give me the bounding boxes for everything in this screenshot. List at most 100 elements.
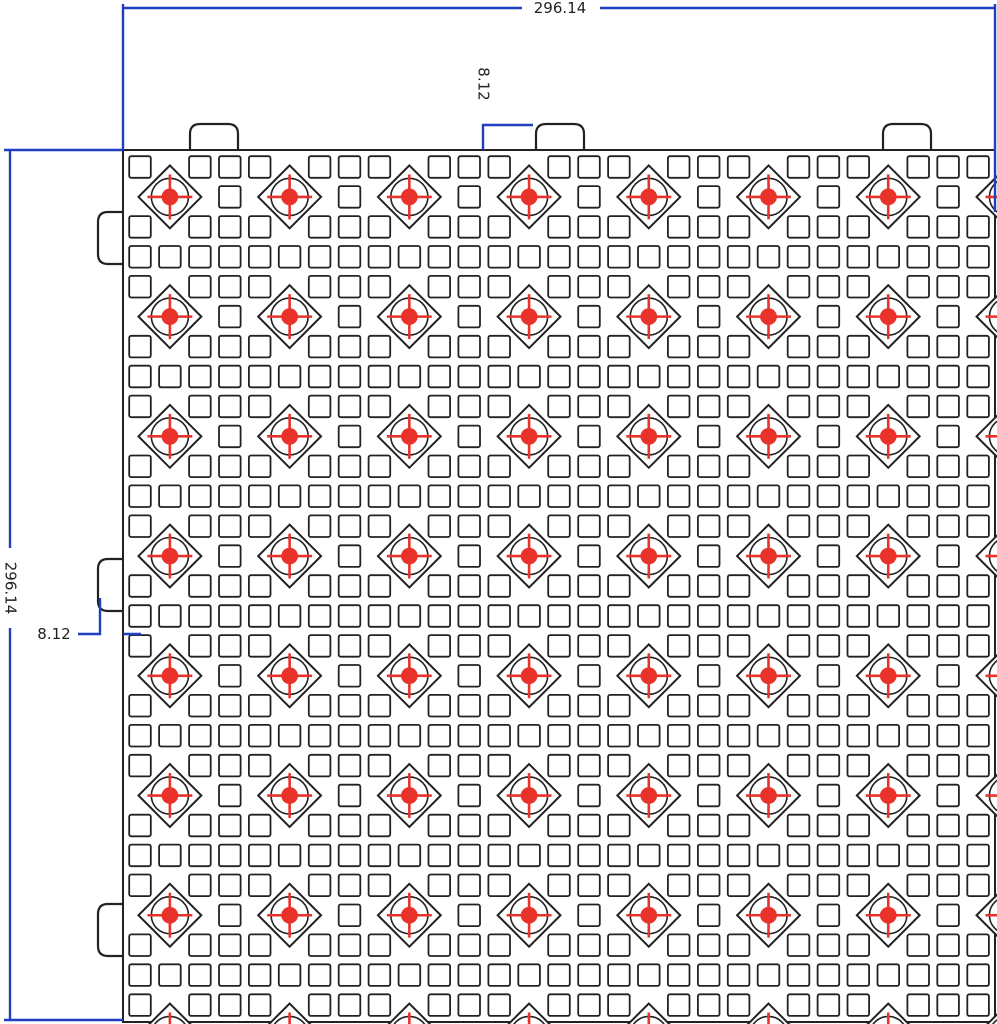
grid-cell	[128, 364, 152, 389]
grid-cell	[816, 843, 841, 868]
grid-cell	[577, 724, 601, 748]
grid-cell	[846, 993, 871, 1017]
grid-cell	[337, 664, 362, 688]
grid-cell	[337, 364, 362, 389]
grid-cell	[816, 334, 841, 359]
grid-cell	[367, 394, 392, 419]
pin-marker	[137, 164, 203, 230]
grid-cell	[397, 604, 422, 628]
grid-cell	[936, 215, 960, 239]
grid-cell	[607, 334, 631, 359]
grid-cell	[906, 873, 930, 898]
grid-cell	[547, 933, 571, 957]
grid-cell	[128, 394, 152, 419]
grid-cell	[188, 484, 212, 508]
top-connector-tab	[881, 122, 933, 150]
grid-cell	[697, 544, 721, 568]
grid-cell	[218, 274, 242, 299]
grid-cell	[966, 724, 990, 748]
left-connector-tabs	[96, 210, 123, 958]
grid-cell	[277, 843, 302, 868]
grid-cell	[607, 215, 631, 239]
grid-cell	[966, 873, 990, 898]
grid-cell	[667, 873, 691, 898]
grid-cell	[697, 634, 721, 658]
grid-cell	[577, 873, 601, 898]
grid-cell	[457, 604, 481, 628]
grid-cell	[936, 724, 960, 748]
grid-cell	[487, 604, 511, 628]
grid-cell	[547, 215, 571, 239]
grid-cell	[726, 484, 751, 508]
grid-cell	[307, 753, 332, 778]
grid-cell	[457, 364, 481, 389]
pin-marker	[735, 642, 802, 709]
grid-cell	[876, 604, 901, 628]
grid-cell	[607, 933, 631, 957]
grid-cell	[337, 993, 362, 1017]
grid-cell	[337, 245, 362, 269]
grid-cell	[816, 394, 841, 419]
grid-cell	[337, 753, 362, 778]
grid-cell	[158, 484, 182, 508]
grid-cell	[906, 484, 930, 508]
grid-cell	[577, 933, 601, 957]
grid-cell	[966, 574, 990, 598]
pin-markers	[137, 164, 997, 1024]
pin-marker	[615, 164, 682, 230]
grid-cell	[487, 245, 511, 269]
grid-cell	[457, 783, 481, 808]
grid-cell	[487, 484, 511, 508]
grid-cell	[218, 454, 242, 479]
grid-cell	[697, 394, 721, 419]
grid-cell	[337, 813, 362, 838]
grid-cell	[457, 304, 481, 329]
grid-cell	[218, 185, 242, 209]
pin-marker	[376, 762, 443, 829]
grid-cell	[906, 694, 930, 718]
grid-cell	[936, 574, 960, 598]
grid-cell	[607, 724, 631, 748]
grid-cell	[966, 514, 990, 538]
grid-cell	[846, 215, 871, 239]
grid-cell	[906, 813, 930, 838]
grid-cell	[637, 484, 661, 508]
grid-cell	[517, 843, 541, 868]
grid-cell	[726, 843, 751, 868]
pin-marker	[975, 294, 997, 339]
grid-cell	[128, 694, 152, 718]
grid-cell	[637, 245, 661, 269]
grid-cell	[128, 604, 152, 628]
grid-cell	[457, 274, 481, 299]
grid-cell	[936, 903, 960, 928]
grid-cell	[577, 813, 601, 838]
grid-cell	[277, 724, 302, 748]
grid-cell	[307, 245, 332, 269]
grid-cell	[607, 604, 631, 628]
grid-cell	[547, 694, 571, 718]
grid-cell	[307, 724, 332, 748]
grid-cell	[517, 245, 541, 269]
grid-cell	[607, 574, 631, 598]
grid-cell	[816, 185, 841, 209]
grid-cell	[906, 843, 930, 868]
grid-cell	[756, 245, 781, 269]
grid-cell	[816, 215, 841, 239]
grid-cell	[756, 843, 781, 868]
grid-cell	[577, 514, 601, 538]
grid-cell	[816, 304, 841, 329]
pin-marker	[256, 164, 323, 230]
grid-cell	[307, 274, 332, 299]
grid-cell	[188, 873, 212, 898]
grid-cell	[247, 574, 272, 598]
grid-cell	[906, 155, 930, 179]
grid-cell	[846, 724, 871, 748]
grid-cell	[218, 574, 242, 598]
grid-cell	[936, 933, 960, 957]
tile-grid	[128, 155, 990, 1017]
grid-cell	[816, 963, 841, 987]
grid-cell	[697, 364, 721, 389]
grid-cell	[906, 364, 930, 389]
grid-cell	[337, 574, 362, 598]
grid-cell	[936, 813, 960, 838]
